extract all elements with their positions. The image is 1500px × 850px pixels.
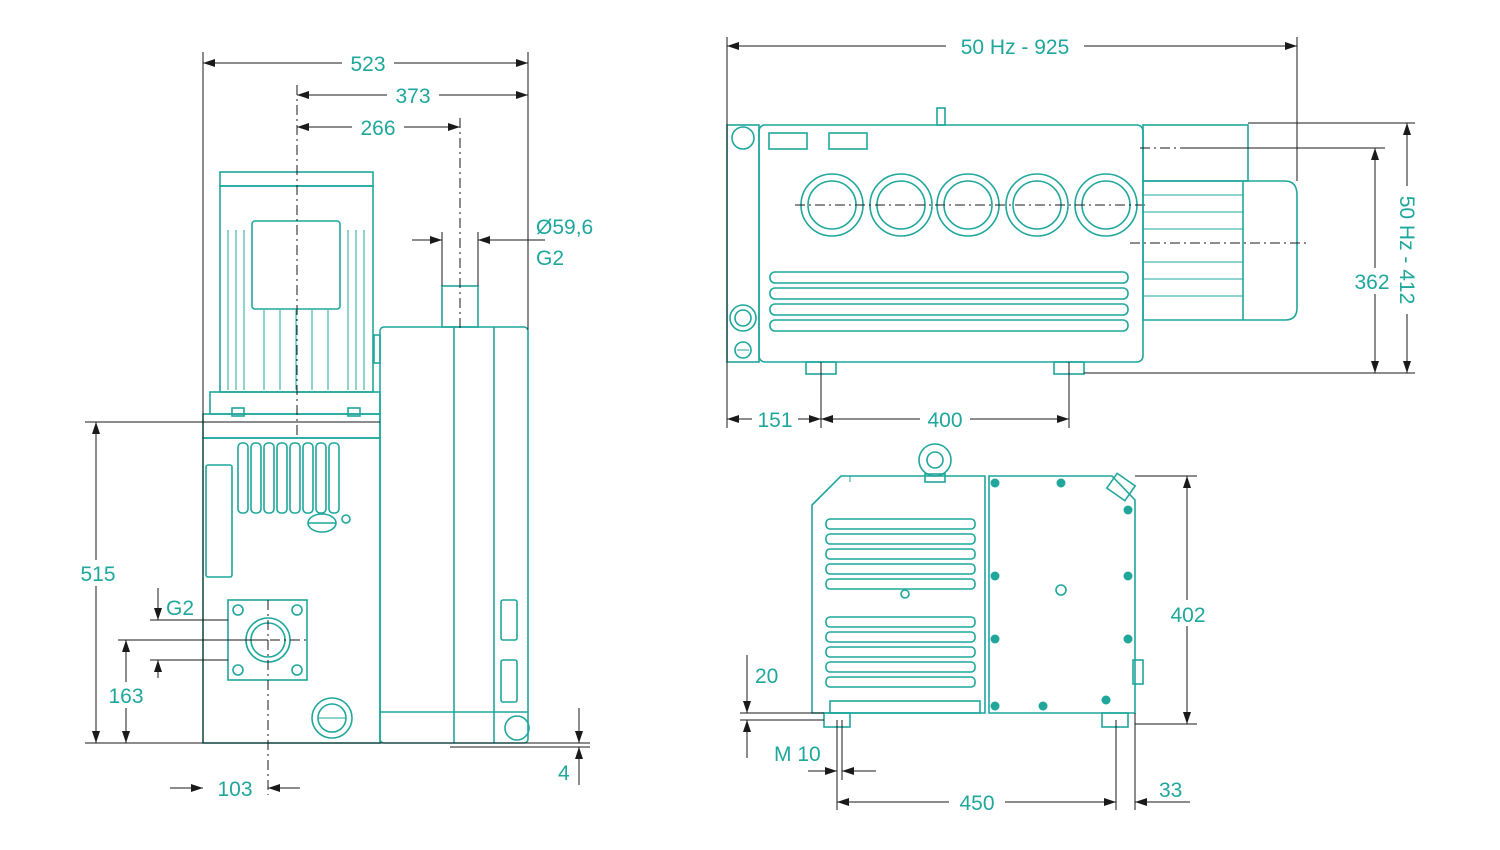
side-drain-plug	[311, 697, 353, 739]
front-vent-slots-upper	[825, 518, 976, 590]
dim-front-foot-offset: 33	[1159, 779, 1182, 802]
front-cover-bolts	[990, 478, 1133, 711]
dim-front-foot-spacing: 450	[959, 792, 994, 815]
side-cooling-slots	[237, 442, 340, 514]
front-view: 402 20 M 10 450 33	[740, 443, 1212, 815]
front-foot-right	[1101, 712, 1129, 728]
top-view: 50 Hz - 925 50 Hz - 412 362 151 400	[726, 33, 1420, 432]
side-motor-fins	[227, 230, 365, 390]
dim-inlet-diameter: Ø59,6	[536, 216, 593, 239]
side-pump-body	[202, 413, 381, 744]
top-vent-slots	[769, 271, 1129, 332]
dim-side-base-offset: 4	[558, 762, 570, 785]
dim-top-height-total: 50 Hz - 412	[1395, 196, 1418, 305]
dim-side-height: 515	[80, 563, 115, 586]
dim-side-motor-axis: 373	[395, 85, 430, 108]
dim-front-bolt: M 10	[774, 743, 821, 766]
dim-side-width: 523	[350, 53, 385, 76]
dim-inlet-thread: G2	[536, 247, 564, 270]
side-motor	[209, 171, 381, 417]
dim-side-outlet-offset: 103	[217, 778, 252, 801]
top-fill-plug-icon	[731, 126, 755, 150]
side-end-cover	[373, 285, 530, 744]
side-view: 523 373 266 Ø59,6 G2 515 G2	[76, 50, 593, 801]
top-motor	[1142, 124, 1298, 321]
side-extension-lines	[85, 52, 590, 748]
dim-front-foot-height: 20	[755, 665, 778, 688]
dim-side-inlet-axis: 266	[360, 117, 395, 140]
dim-top-foot-offset: 151	[757, 409, 792, 432]
front-cover-plate	[988, 475, 1136, 714]
direction-arrow-icon	[307, 513, 351, 533]
dim-top-foot-spacing: 400	[927, 409, 962, 432]
dim-front-height: 402	[1170, 604, 1205, 627]
top-extension-lines	[726, 37, 1415, 428]
dim-top-length: 50 Hz - 925	[961, 36, 1070, 59]
dim-side-outlet-thread: G2	[166, 597, 194, 620]
dim-top-height: 362	[1354, 271, 1389, 294]
dim-side-outlet-height: 163	[108, 685, 143, 708]
front-vent-slots-lower	[825, 616, 976, 688]
top-pump-body	[758, 124, 1144, 363]
